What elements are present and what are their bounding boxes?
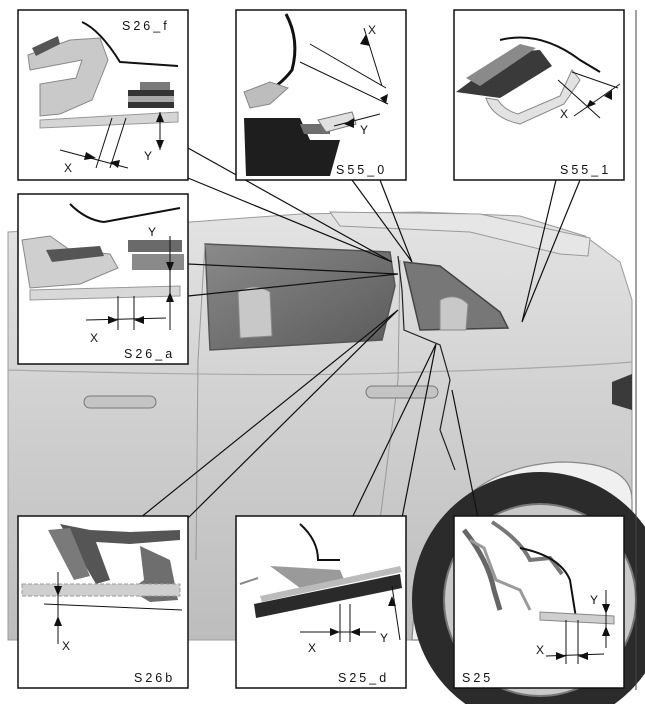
- rear-headrest: [439, 296, 469, 331]
- dim-y-S25: Y: [590, 593, 598, 607]
- leader-s55-0: [351, 179, 413, 263]
- panel-S26_a: Y X S26_a: [17, 193, 189, 365]
- rear-door-handle: [365, 385, 439, 399]
- panel-S26_f: X Y S26_f: [17, 9, 189, 181]
- dim-y-S25_d: Y: [380, 631, 388, 645]
- leader-s55-1: [521, 179, 581, 323]
- roof-spoiler: [329, 211, 591, 257]
- dim-x-S55_0: X: [368, 23, 376, 37]
- dim-y-S55_0: Y: [360, 123, 368, 137]
- panel-S25_d: X Y S25_d: [235, 515, 407, 689]
- panel-label-S55_0: S55_0: [336, 163, 387, 177]
- rear-door-window: [204, 243, 396, 351]
- panel-S25: Y X S25: [453, 515, 625, 689]
- panel-label-S25_d: S25_d: [338, 671, 389, 685]
- dim-x-S25_d: X: [308, 641, 316, 655]
- panel-label-S26_a: S26_a: [124, 347, 175, 361]
- panel-label-S25: S25: [462, 671, 493, 685]
- seat-headrest: [237, 286, 273, 339]
- leader-s26a: [187, 263, 399, 297]
- dim-x-S26b: X: [62, 639, 70, 653]
- dim-y-S26_a: Y: [148, 225, 156, 239]
- panel-S55_1: X S55_1: [453, 9, 625, 181]
- dim-y-S26_f: Y: [144, 149, 152, 163]
- panel-label-S55_1: S55_1: [560, 163, 611, 177]
- front-door-handle: [83, 395, 157, 409]
- panel-label-S26b: S26b: [134, 671, 175, 685]
- leader-s25d: [351, 343, 437, 519]
- panel-S55_0: X Y S55_0: [235, 9, 407, 181]
- dim-x-S25: X: [536, 643, 544, 657]
- dim-x-S26_a: X: [90, 331, 98, 345]
- dim-x-S26_f: X: [64, 161, 72, 175]
- seal-path-line: [397, 255, 456, 471]
- dim-x-S55_1: X: [560, 107, 568, 121]
- leader-s26f: [187, 147, 393, 263]
- door-seam-rear: [379, 259, 401, 521]
- panel-label-S26_f: S26_f: [122, 19, 170, 33]
- leader-s26b: [139, 309, 399, 519]
- panel-S26b: X S26b: [17, 515, 189, 689]
- rear-quarter-window: [403, 261, 510, 331]
- tail-light: [612, 374, 632, 410]
- leader-lines: [139, 147, 581, 519]
- body-crease-line: [7, 361, 633, 376]
- door-seam: [195, 243, 206, 561]
